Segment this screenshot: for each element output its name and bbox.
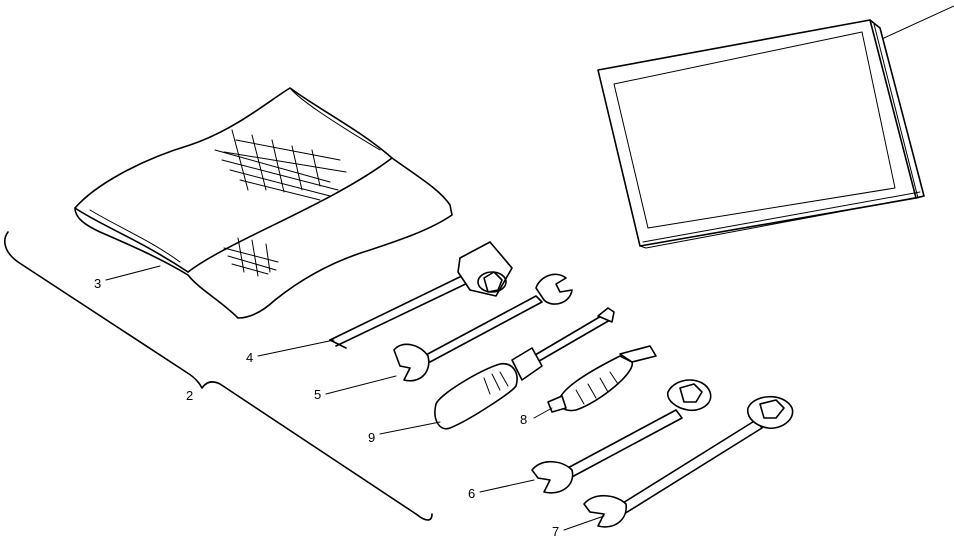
- combination-wrench-7: [583, 395, 794, 528]
- tool-bag: [74, 87, 453, 319]
- combination-wrench-6: [531, 379, 712, 494]
- callout-7: 7: [552, 524, 559, 538]
- callout-9: 9: [368, 430, 375, 445]
- callout-4: 4: [246, 350, 253, 365]
- callout-3: 3: [94, 276, 101, 291]
- callout-8: 8: [520, 412, 527, 427]
- leader-line-9: [379, 421, 441, 435]
- callout-5: 5: [314, 387, 321, 402]
- callout-6: 6: [468, 486, 475, 501]
- leader-line-6: [479, 479, 535, 493]
- owners-manual: [597, 19, 925, 249]
- leader-line-4: [257, 339, 335, 357]
- bag-hatching-upper: [214, 129, 347, 201]
- screwdriver: [434, 307, 615, 430]
- leader-line-3: [105, 265, 161, 281]
- callout-2: 2: [186, 388, 193, 403]
- leader-line-8: [533, 407, 553, 419]
- brace-2: [4, 231, 433, 521]
- reversible-screwdriver: [547, 345, 657, 413]
- box-wrench: [329, 241, 513, 349]
- leader-line-1: [883, 5, 954, 39]
- open-end-wrench: [393, 273, 573, 382]
- leader-line-5: [325, 375, 397, 395]
- leader-line-7: [563, 515, 605, 531]
- bag-hatching-lower: [223, 237, 279, 277]
